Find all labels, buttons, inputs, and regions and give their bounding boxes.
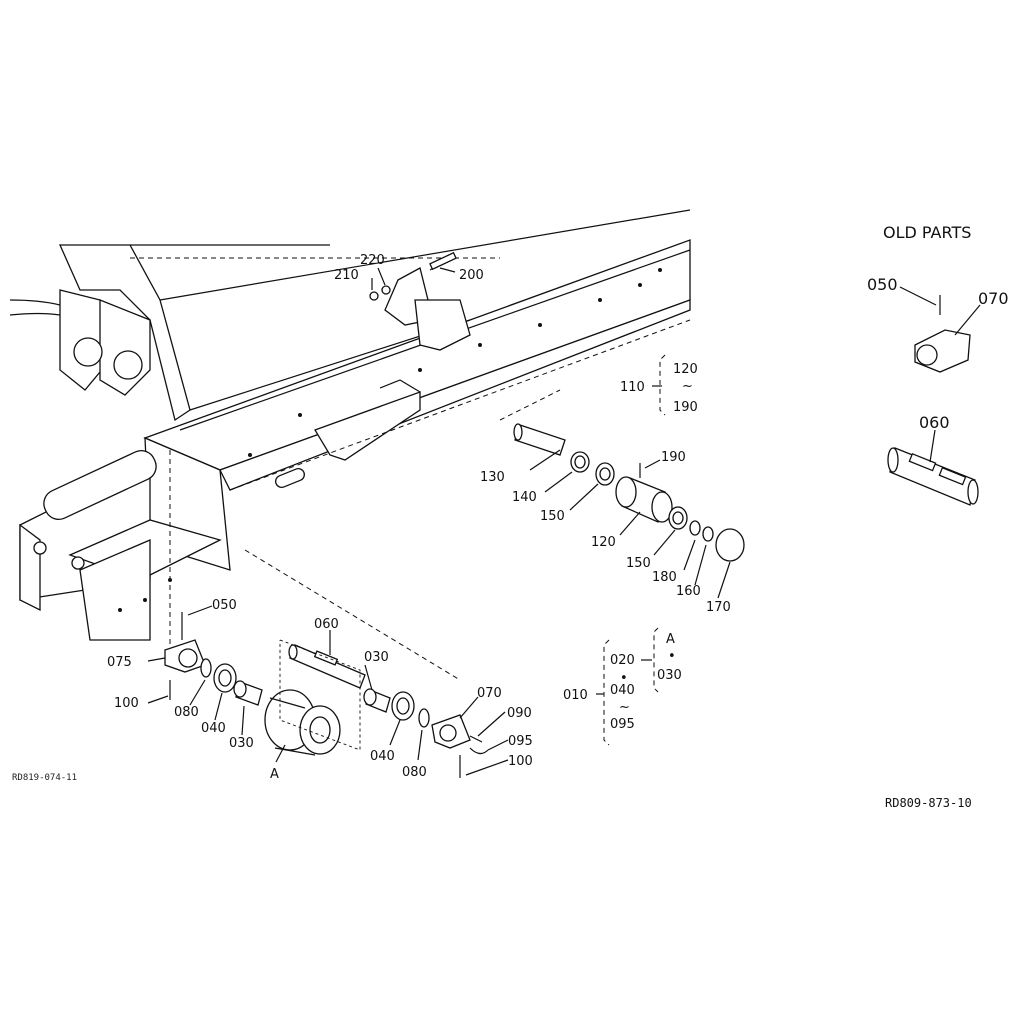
ref-code-right: RD809-873-10 [885, 796, 972, 810]
range-tilde-2: ~ [619, 700, 630, 715]
callout-130: 130 [480, 470, 505, 485]
callout-095: 095 [508, 734, 533, 749]
callout-020: 020 [610, 653, 635, 668]
roller-assembly-110 [513, 423, 745, 562]
callout-200: 200 [459, 268, 484, 283]
callout-060: 060 [314, 617, 339, 632]
ref-code-left: RD819-074-11 [12, 773, 77, 783]
callout-170: 170 [706, 600, 731, 615]
callout-140: 140 [512, 490, 537, 505]
range-tilde-1: ~ [682, 379, 693, 394]
callout-150-b: 150 [626, 556, 651, 571]
range-dot-1: • [620, 671, 628, 686]
old-callout-060: 060 [919, 413, 950, 432]
callout-180: 180 [652, 570, 677, 585]
callout-095-b: 095 [610, 717, 635, 732]
callout-110: 110 [620, 380, 645, 395]
callout-010: 010 [563, 688, 588, 703]
callout-075: 075 [107, 655, 132, 670]
old-callout-070: 070 [978, 289, 1009, 308]
leader-lines [147, 267, 981, 776]
old-parts-title: OLD PARTS [883, 223, 971, 242]
callout-190-range: 190 [673, 400, 698, 415]
callout-100-b: 100 [508, 754, 533, 769]
callout-120-range: 120 [673, 362, 698, 377]
callout-190: 190 [661, 450, 686, 465]
callout-A-group: A [666, 632, 675, 647]
range-dot-2: • [668, 649, 676, 664]
track-frame [9, 209, 691, 681]
callout-220: 220 [360, 253, 385, 268]
callout-030-b: 030 [364, 650, 389, 665]
old-parts-group [887, 295, 979, 506]
callout-030-a: 030 [229, 736, 254, 751]
callout-210: 210 [334, 268, 359, 283]
top-clamp-assembly [369, 251, 471, 351]
callout-050: 050 [212, 598, 237, 613]
callout-080-b: 080 [402, 765, 427, 780]
callout-100-a: 100 [114, 696, 139, 711]
callout-030-c: 030 [657, 668, 682, 683]
callout-040-b: 040 [370, 749, 395, 764]
old-callout-050: 050 [867, 275, 898, 294]
callout-070: 070 [477, 686, 502, 701]
roller-assembly-010 [164, 612, 489, 778]
callout-090: 090 [507, 706, 532, 721]
callout-080-a: 080 [174, 705, 199, 720]
callout-A-roller: A [270, 767, 279, 782]
callout-040-a: 040 [201, 721, 226, 736]
callout-160: 160 [676, 584, 701, 599]
callout-040-c: 040 [610, 683, 635, 698]
callout-120: 120 [591, 535, 616, 550]
callout-150-a: 150 [540, 509, 565, 524]
